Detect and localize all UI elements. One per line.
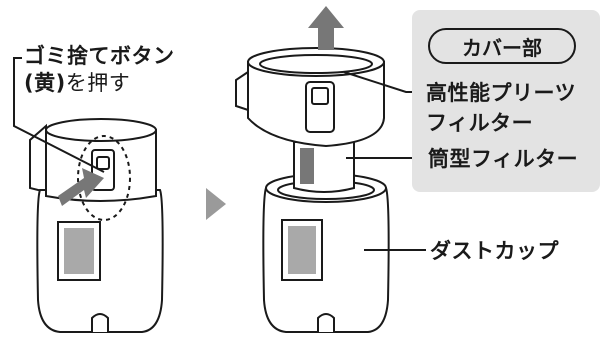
release-button-color-note: (黄) bbox=[24, 71, 66, 95]
play-triangle-icon bbox=[206, 188, 226, 220]
right-arrow-icon bbox=[58, 168, 104, 206]
release-button-action: を押す bbox=[65, 71, 131, 95]
cover-handle bbox=[235, 70, 249, 112]
release-button-leader bbox=[13, 57, 105, 173]
left-window-shade bbox=[64, 228, 94, 274]
pleated-filter-label-line2: フィルター bbox=[426, 111, 534, 135]
cylinder-filter-mesh bbox=[300, 148, 314, 184]
left-bottom-latch bbox=[91, 313, 109, 332]
release-button-inner bbox=[96, 156, 110, 170]
cover-release-inner bbox=[311, 87, 329, 105]
release-button-label-line1: ゴミ捨てボタン bbox=[24, 44, 175, 68]
up-arrow-icon bbox=[308, 6, 344, 50]
dust-cup-window-shade bbox=[288, 226, 316, 274]
pleated-filter-label-line1: 高性能プリーツ bbox=[426, 81, 577, 105]
dust-cup-latch bbox=[317, 313, 335, 332]
release-button-label-line2: (黄)を押す bbox=[24, 70, 130, 96]
left-cover-rim bbox=[45, 118, 157, 142]
left-dust-cup-unit bbox=[29, 118, 164, 333]
release-button-highlight bbox=[77, 135, 131, 221]
cover-section-label: カバー部 bbox=[428, 28, 576, 64]
right-disassembled-unit bbox=[235, 47, 390, 333]
dust-cup-label: ダストカップ bbox=[430, 239, 559, 263]
cylinder-filter-label: 筒型フィルター bbox=[428, 147, 579, 171]
pleated-filter-top bbox=[259, 54, 373, 74]
